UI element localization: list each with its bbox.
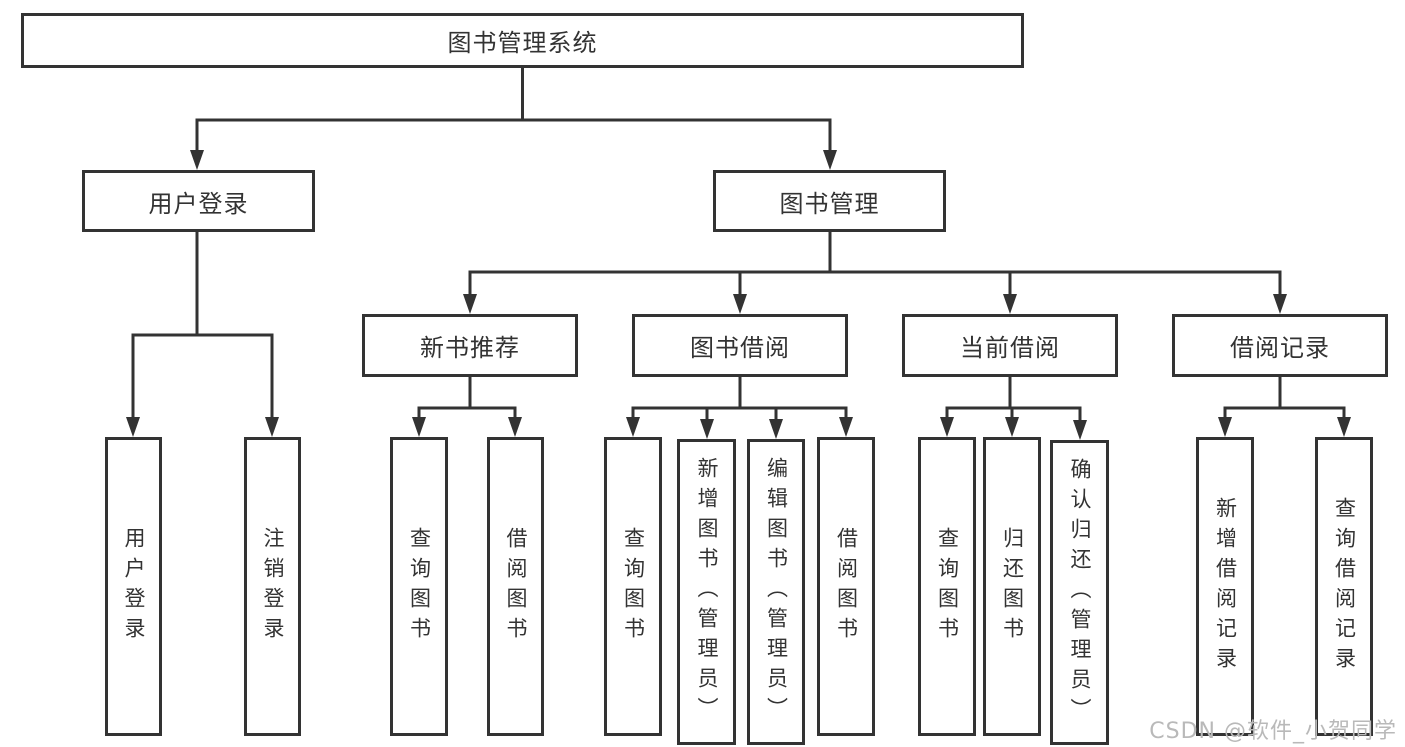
node-leaf-query-books-2: 查询图书 bbox=[604, 437, 662, 736]
node-borrow-records: 借阅记录 bbox=[1172, 314, 1388, 377]
node-leaf-add-borrow-record: 新增借阅记录 bbox=[1196, 437, 1254, 736]
node-label: 借阅图书 bbox=[504, 526, 528, 647]
node-leaf-logout: 注销登录 bbox=[244, 437, 301, 736]
node-label: 图书借阅 bbox=[690, 334, 790, 362]
node-label: 图书管理系统 bbox=[447, 29, 598, 57]
node-label: 用户登录 bbox=[122, 526, 146, 647]
node-label: 确认归还（管理员） bbox=[1068, 457, 1092, 728]
node-label: 查询图书 bbox=[621, 526, 646, 647]
node-label: 新增借阅记录 bbox=[1213, 496, 1238, 677]
node-leaf-query-books-1: 查询图书 bbox=[390, 437, 448, 736]
node-leaf-query-borrow-record: 查询借阅记录 bbox=[1315, 437, 1373, 736]
watermark: CSDN @软件_小贺同学 bbox=[1149, 719, 1397, 744]
node-book-borrow: 图书借阅 bbox=[632, 314, 848, 377]
node-book-management-branch: 图书管理 bbox=[713, 170, 946, 232]
node-root-library-system: 图书管理系统 bbox=[21, 13, 1024, 68]
node-label: 查询图书 bbox=[407, 526, 432, 647]
node-label: 注销登录 bbox=[261, 526, 285, 647]
node-leaf-user-login: 用户登录 bbox=[105, 437, 162, 736]
node-user-login-branch: 用户登录 bbox=[82, 170, 315, 232]
node-leaf-borrow-books-1: 借阅图书 bbox=[487, 437, 544, 736]
node-label: 查询借阅记录 bbox=[1332, 496, 1357, 677]
node-label: 查询图书 bbox=[935, 526, 960, 647]
node-label: 归还图书 bbox=[1000, 526, 1025, 647]
node-label: 当前借阅 bbox=[960, 334, 1060, 362]
node-label: 用户登录 bbox=[148, 189, 249, 218]
node-label: 借阅图书 bbox=[834, 526, 859, 647]
node-new-book-recommend: 新书推荐 bbox=[362, 314, 578, 377]
node-label: 借阅记录 bbox=[1230, 334, 1330, 362]
node-leaf-return-book: 归还图书 bbox=[983, 437, 1041, 736]
node-leaf-add-book-admin: 新增图书（管理员） bbox=[677, 439, 736, 745]
node-label: 编辑图书（管理员） bbox=[764, 457, 789, 727]
node-label: 图书管理 bbox=[779, 189, 880, 218]
node-leaf-borrow-books-2: 借阅图书 bbox=[817, 437, 875, 736]
node-leaf-query-books-3: 查询图书 bbox=[918, 437, 976, 736]
node-label: 新增图书（管理员） bbox=[695, 457, 719, 727]
node-leaf-confirm-return-admin: 确认归还（管理员） bbox=[1050, 440, 1109, 745]
node-leaf-edit-book-admin: 编辑图书（管理员） bbox=[747, 439, 805, 745]
node-label: 新书推荐 bbox=[420, 334, 520, 362]
node-current-borrow: 当前借阅 bbox=[902, 314, 1118, 377]
